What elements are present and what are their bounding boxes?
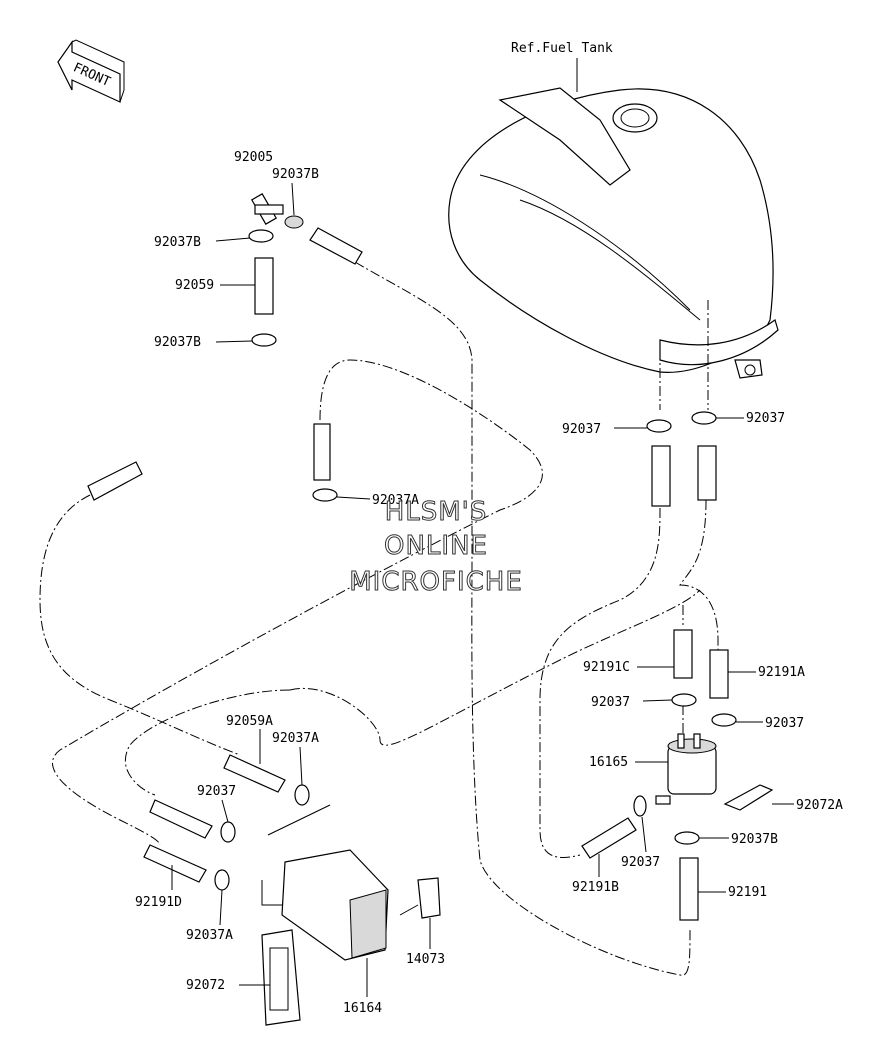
callout-92005: 92005 xyxy=(234,150,273,165)
callout-92037-filter-top: 92037 xyxy=(591,695,630,710)
callout-92037b-top: 92037B xyxy=(272,167,319,182)
callout-labels: Ref.Fuel Tank 92005 92037B 92037B 92059 … xyxy=(135,41,843,1016)
callout-92191b: 92191B xyxy=(572,880,619,895)
callout-92072: 92072 xyxy=(186,978,225,993)
watermark-line-2: ONLINE xyxy=(384,531,488,561)
watermark-line-3: MICROFICHE xyxy=(349,567,523,597)
ref-fuel-tank-label: Ref.Fuel Tank xyxy=(511,41,613,56)
callout-92037b-upper: 92037B xyxy=(154,235,201,250)
callout-92037-lower-left: 92037 xyxy=(197,784,236,799)
fuel-tank-drawing xyxy=(448,58,779,379)
callout-92191: 92191 xyxy=(728,885,767,900)
callout-92037-filter-bottom: 92037 xyxy=(621,855,660,870)
callout-92037-filter-right: 92037 xyxy=(765,716,804,731)
watermark: HLSM'S ONLINE MICROFICHE xyxy=(349,497,523,598)
callout-16164: 16164 xyxy=(343,1001,382,1016)
callout-92037a-lower: 92037A xyxy=(186,928,233,943)
callout-92191a: 92191A xyxy=(758,665,805,680)
callout-92059a: 92059A xyxy=(226,714,273,729)
callout-92037a-right: 92037A xyxy=(272,731,319,746)
callout-92059: 92059 xyxy=(175,278,214,293)
callout-92037b-filter: 92037B xyxy=(731,832,778,847)
callout-14073: 14073 xyxy=(406,952,445,967)
callout-92072a: 92072A xyxy=(796,798,843,813)
callout-16165: 16165 xyxy=(589,755,628,770)
watermark-line-1: HLSM'S xyxy=(385,497,488,527)
callout-92191d: 92191D xyxy=(135,895,182,910)
callout-92191c: 92191C xyxy=(583,660,630,675)
callout-92037b-lower: 92037B xyxy=(154,335,201,350)
callout-92037-right: 92037 xyxy=(746,411,785,426)
callout-92037a-middle: 92037A xyxy=(372,493,419,508)
hose-parts xyxy=(87,193,774,1026)
front-arrow-icon: FRONT xyxy=(57,39,125,103)
callout-92037-left: 92037 xyxy=(562,422,601,437)
routing-lines xyxy=(39,261,719,976)
